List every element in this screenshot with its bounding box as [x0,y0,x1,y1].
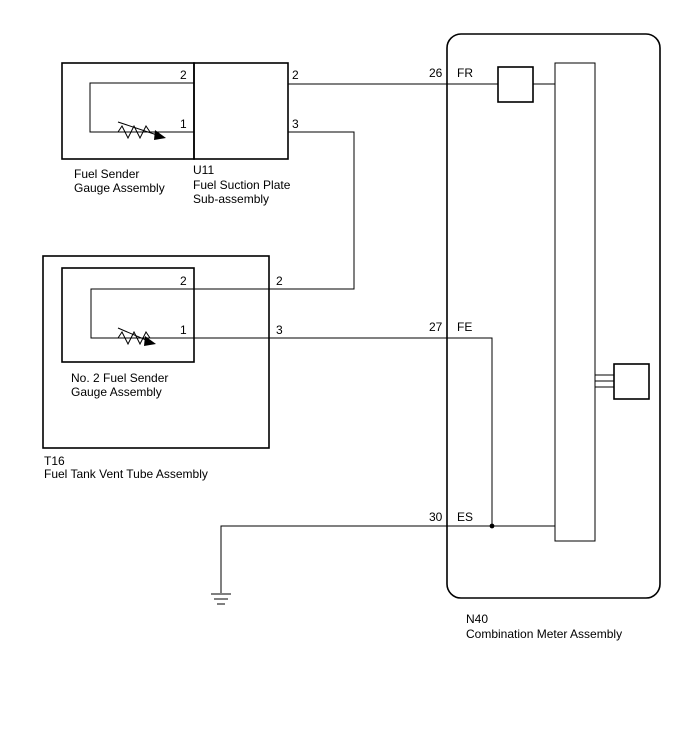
no2-fuel-sender-box [61,267,195,363]
n40-pin-30: 30 [429,510,443,524]
t16-pin-3: 3 [276,323,283,337]
n40-signal-es: ES [457,510,473,524]
n40-pin-27: 27 [429,320,443,334]
n40-signal-fr: FR [457,66,473,80]
n40-signal-fe: FE [457,320,472,334]
u11-name-1: Fuel Suction Plate [193,178,291,192]
u11-pin-3: 3 [292,117,299,131]
wire-fe [269,337,493,526]
t16-box [42,255,270,449]
wire-es [220,525,555,593]
junction-dot [489,523,495,529]
wire-u11-to-t16 [269,131,355,290]
u11-pin-2: 2 [292,68,299,82]
fuel-sender-label-2: Gauge Assembly [74,181,165,195]
ground-icon [211,593,231,605]
no2-sender-label-1: No. 2 Fuel Sender [71,371,168,385]
u11-connector-box [193,62,289,160]
fuel-sender-label-1: Fuel Sender [74,167,139,181]
t16-name: Fuel Tank Vent Tube Assembly [44,467,208,481]
n40-fr-terminal-block [497,66,534,103]
n40-meter-circuit-block [554,62,596,542]
no2-sender-pin-1: 1 [180,323,187,337]
n40-name: Combination Meter Assembly [466,627,622,641]
n40-box [446,33,661,599]
no2-sender-variable-resistor-icon [117,327,156,346]
fuel-sender-internal-wire [89,82,194,133]
no2-sender-pin-2: 2 [180,274,187,288]
n40-code: N40 [466,612,488,626]
u11-name-2: Sub-assembly [193,192,269,206]
fuel-sender-pin-2: 2 [180,68,187,82]
fuel-sender-pin-1: 1 [180,117,187,131]
u11-code: U11 [193,163,214,177]
n40-pin-26: 26 [429,66,443,80]
t16-code: T16 [44,454,65,468]
fuel-sender-gauge-box [61,62,195,160]
no2-sender-internal-wire [90,288,194,339]
n40-side-block [613,363,650,400]
fuel-sender-variable-resistor-icon [117,121,166,140]
t16-pin-2: 2 [276,274,283,288]
no2-sender-label-2: Gauge Assembly [71,385,162,399]
